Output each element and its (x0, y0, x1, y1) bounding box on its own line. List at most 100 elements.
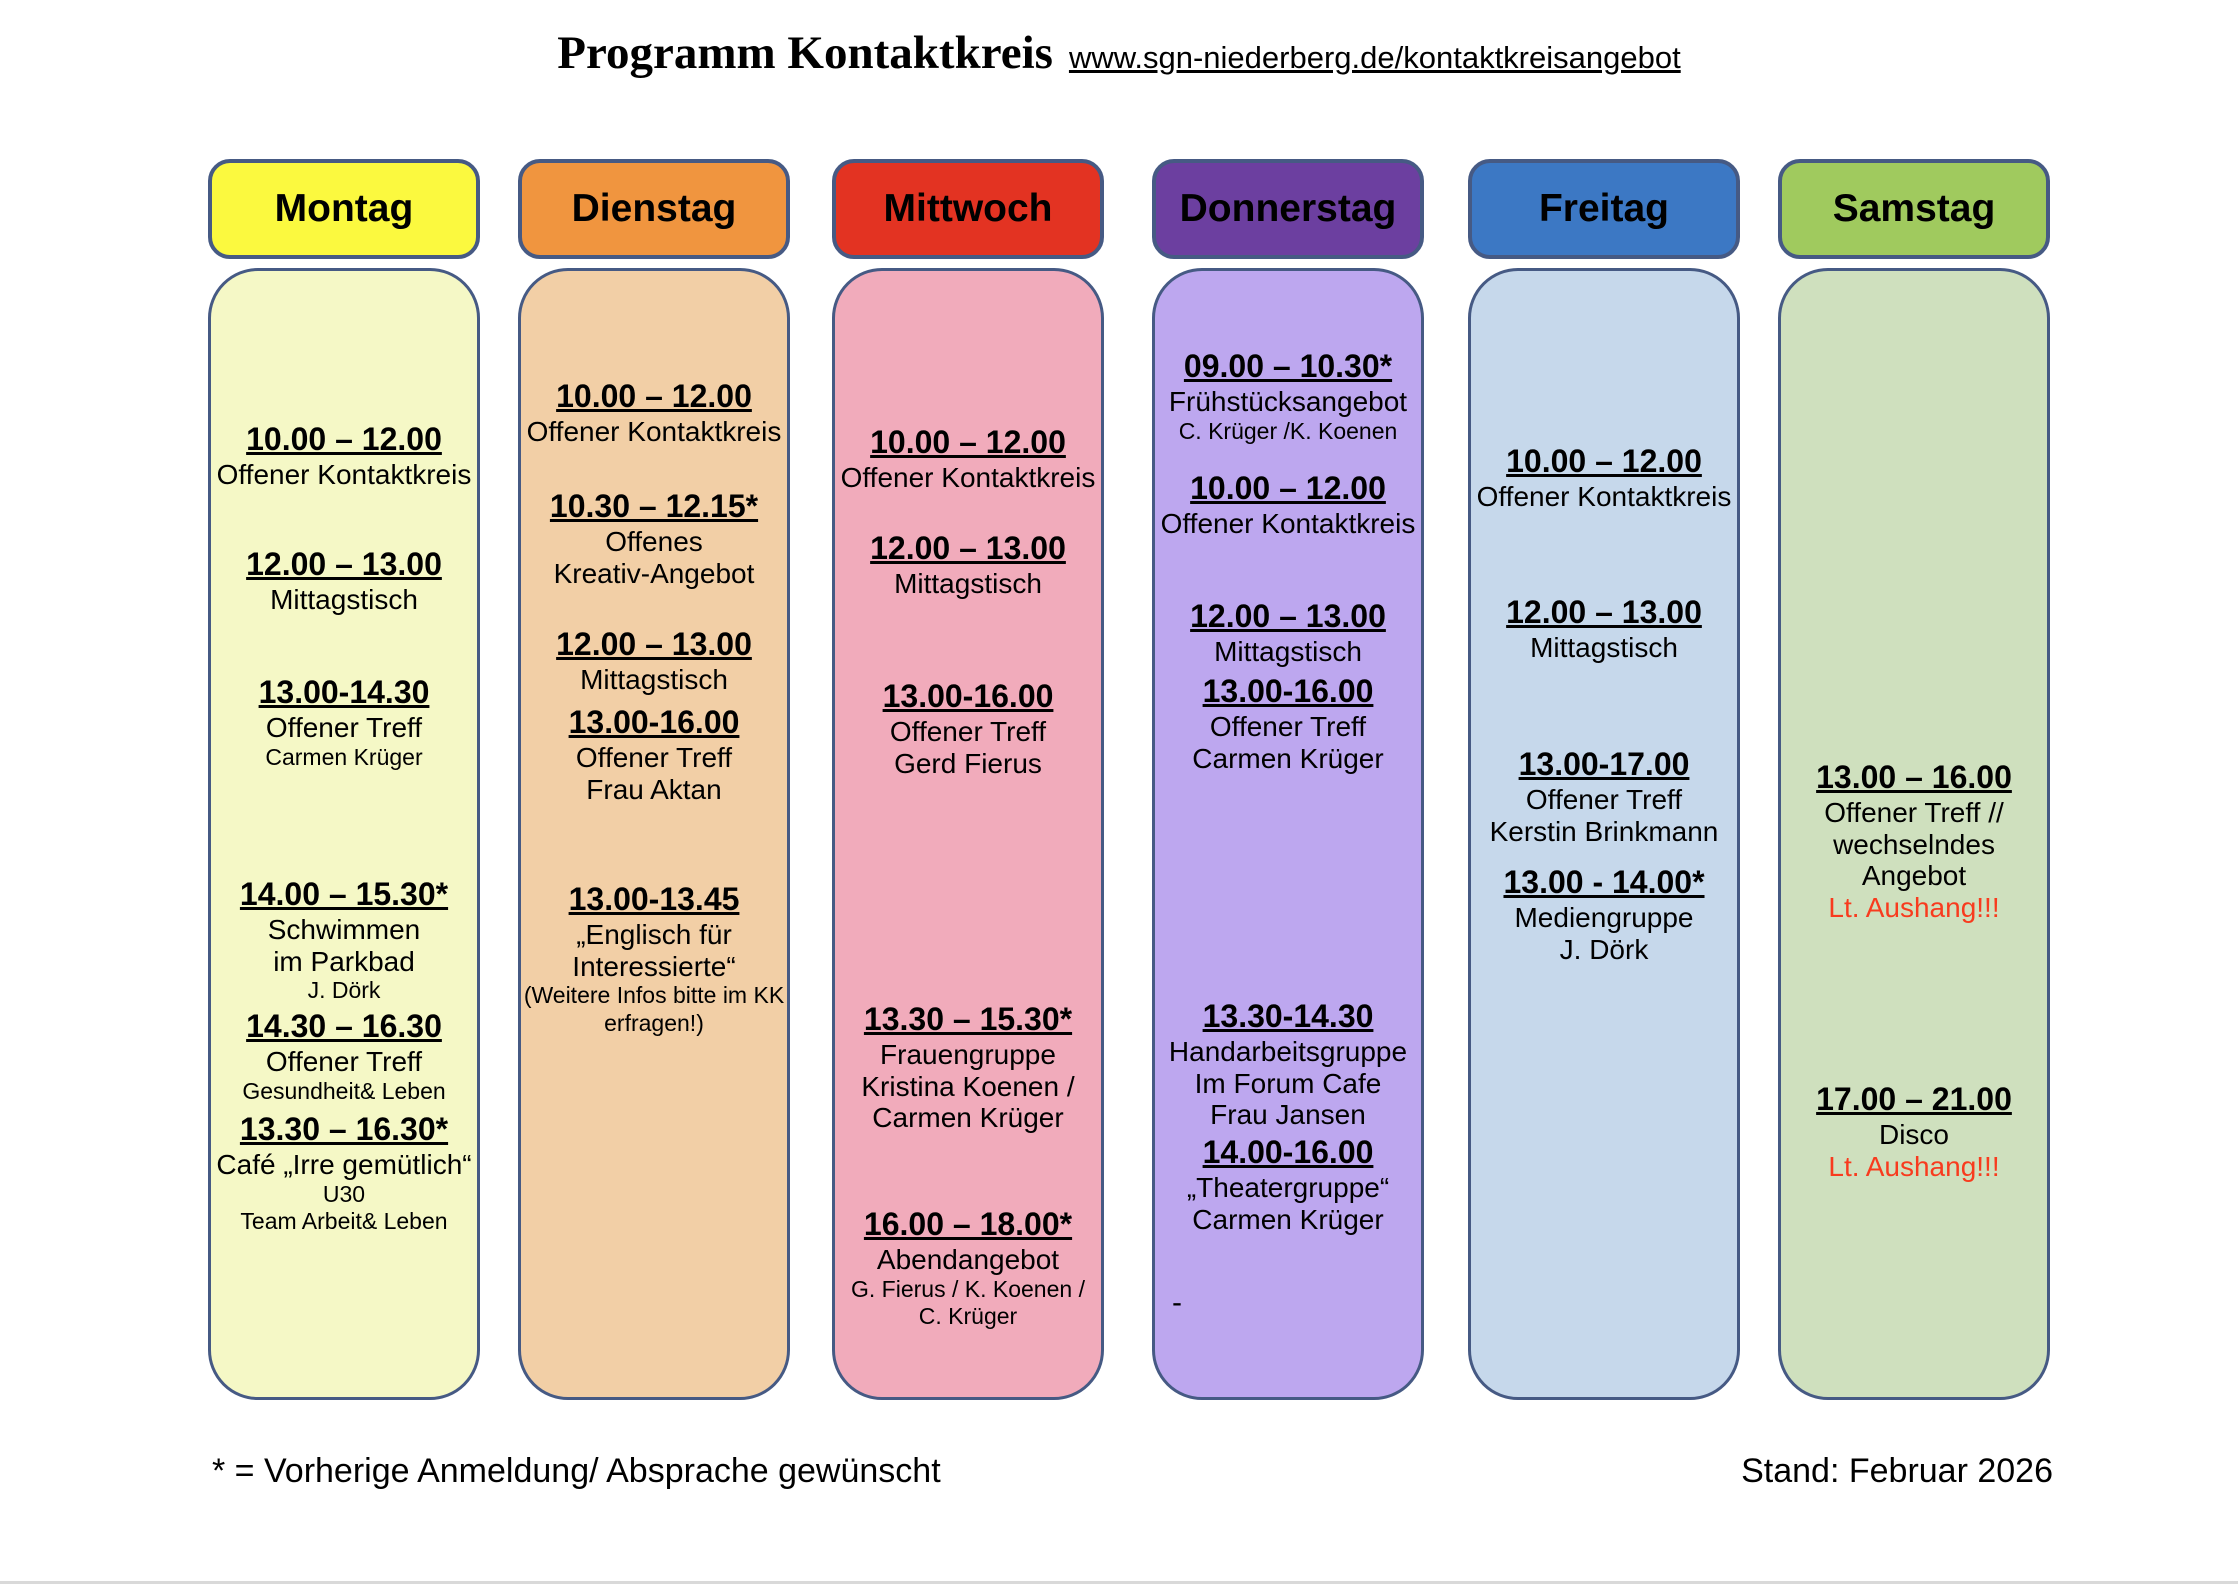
entry-line: J. Dörk (307, 977, 381, 1004)
entry-line: C. Krüger /K. Koenen (1178, 417, 1398, 444)
entry-line: Frau Aktan (586, 773, 722, 805)
entry-line: Mittagstisch (1530, 632, 1678, 664)
entry-line: Kerstin Brinkmann (1489, 815, 1719, 847)
entry-time: 14.00-16.00 (1202, 1134, 1374, 1170)
entry-time: 10.00 – 12.00 (870, 424, 1066, 460)
entry-time: 09.00 – 10.30* (1183, 348, 1393, 384)
entry-line: Offener Treff (1209, 711, 1367, 743)
entry-time: 10.00 – 12.00 (1506, 443, 1702, 479)
entry-line: (Weitere Infos bitte im KK (523, 982, 785, 1009)
day-header-donnerstag: Donnerstag (1152, 159, 1424, 259)
entry-line: Frau Jansen (1210, 1099, 1366, 1131)
entry-time: 10.00 – 12.00 (1190, 470, 1386, 506)
entry-time: 14.30 – 16.30 (246, 1008, 442, 1044)
entry-time: 10.00 – 12.00 (246, 421, 442, 457)
schedule-entry: 14.00-16.00„Theatergruppe“Carmen Krüger (1152, 1134, 1424, 1235)
entry-line: im Parkbad (273, 945, 415, 977)
day-header-mittwoch: Mittwoch (832, 159, 1104, 259)
day-column-donnerstag: Donnerstag 09.00 – 10.30*Frühstücksangebo… (1152, 0, 1424, 1420)
entry-time: 12.00 – 13.00 (1190, 598, 1386, 634)
entry-line: Handarbeitsgruppe (1168, 1036, 1408, 1068)
day-header-samstag: Samstag (1778, 159, 2050, 259)
entry-time: 13.30 – 15.30* (863, 1001, 1073, 1037)
entry-line: Im Forum Cafe (1194, 1067, 1382, 1099)
day-header-montag: Montag (208, 159, 480, 259)
entry-line: Offener Kontaktkreis (526, 416, 782, 448)
day-label-montag: Montag (274, 187, 414, 230)
entry-line: C. Krüger (918, 1303, 1018, 1330)
entry-time: 14.00 – 15.30* (239, 876, 449, 912)
entry-line: erfragen!) (604, 1010, 704, 1036)
page-title: Programm Kontaktkreis (557, 27, 1053, 79)
entry-line: Abendangebot (876, 1244, 1060, 1276)
entry-line: J. Dörk (1559, 933, 1649, 965)
entry-line: Carmen Krüger (1192, 1203, 1384, 1235)
entry-time: 10.00 – 12.00 (556, 378, 752, 414)
entry-line: Kreativ-Angebot (553, 557, 755, 589)
entry-line: Interessierte“ (572, 950, 736, 982)
entry-line: U30 (322, 1180, 366, 1207)
entry-line: Offener Treff (889, 716, 1047, 748)
entry-line: Offener Kontaktkreis (840, 462, 1096, 494)
entry-line: Mediengruppe (1514, 902, 1694, 934)
day-header-freitag: Freitag (1468, 159, 1740, 259)
entry-line: Mittagstisch (580, 664, 728, 696)
entry-line: G. Fierus / K. Koenen / (851, 1275, 1085, 1302)
entry-line: Frauengruppe (880, 1039, 1056, 1071)
entry-time: 13.00-17.00 (1518, 746, 1690, 782)
entry-line: wechselndes (1833, 828, 1995, 860)
day-label-freitag: Freitag (1538, 187, 1670, 230)
entry-time: 12.00 – 13.00 (556, 626, 752, 662)
day-label-mittwoch: Mittwoch (883, 187, 1053, 230)
entry-line: Offener Treff (265, 712, 423, 744)
stand-date: Stand: Februar 2026 (1741, 1452, 2053, 1490)
entry-line: Gerd Fierus (894, 747, 1042, 779)
entry-line: Carmen Krüger (1192, 742, 1384, 774)
page-bottom-edge (0, 1581, 2238, 1584)
entry-line: Offener Treff (1525, 784, 1683, 816)
entry-time: 12.00 – 13.00 (1506, 594, 1702, 630)
entry-line: Café „Irre gemütlich“ (216, 1149, 472, 1181)
day-label-donnerstag: Donnerstag (1179, 187, 1397, 230)
entry-line: Mittagstisch (894, 568, 1042, 600)
entry-line: Disco (1878, 1119, 1949, 1151)
entry-time: 13.00 - 14.00* (1503, 864, 1705, 900)
entry-time: 12.00 – 13.00 (246, 546, 442, 582)
entry-line: Lt. Aushang!!! (1828, 892, 2000, 924)
day-label-dienstag: Dienstag (571, 187, 737, 230)
entry-time: 13.00-13.45 (568, 881, 740, 917)
entry-line: Offener Kontaktkreis (1160, 508, 1416, 540)
entry-time: 13.00-16.00 (568, 704, 740, 740)
entry-time: 13.00 – 16.00 (1816, 759, 2012, 795)
entry-time: 10.30 – 12.15* (549, 488, 759, 524)
entry-line: Schwimmen (267, 914, 421, 946)
entry-line: „Englisch für (576, 919, 732, 951)
entry-line: - (1172, 1286, 1182, 1319)
title-bar: Programm Kontaktkreis www.sgn-niederberg… (0, 26, 2238, 80)
entry-line: Offener Treff // (1824, 797, 2004, 829)
